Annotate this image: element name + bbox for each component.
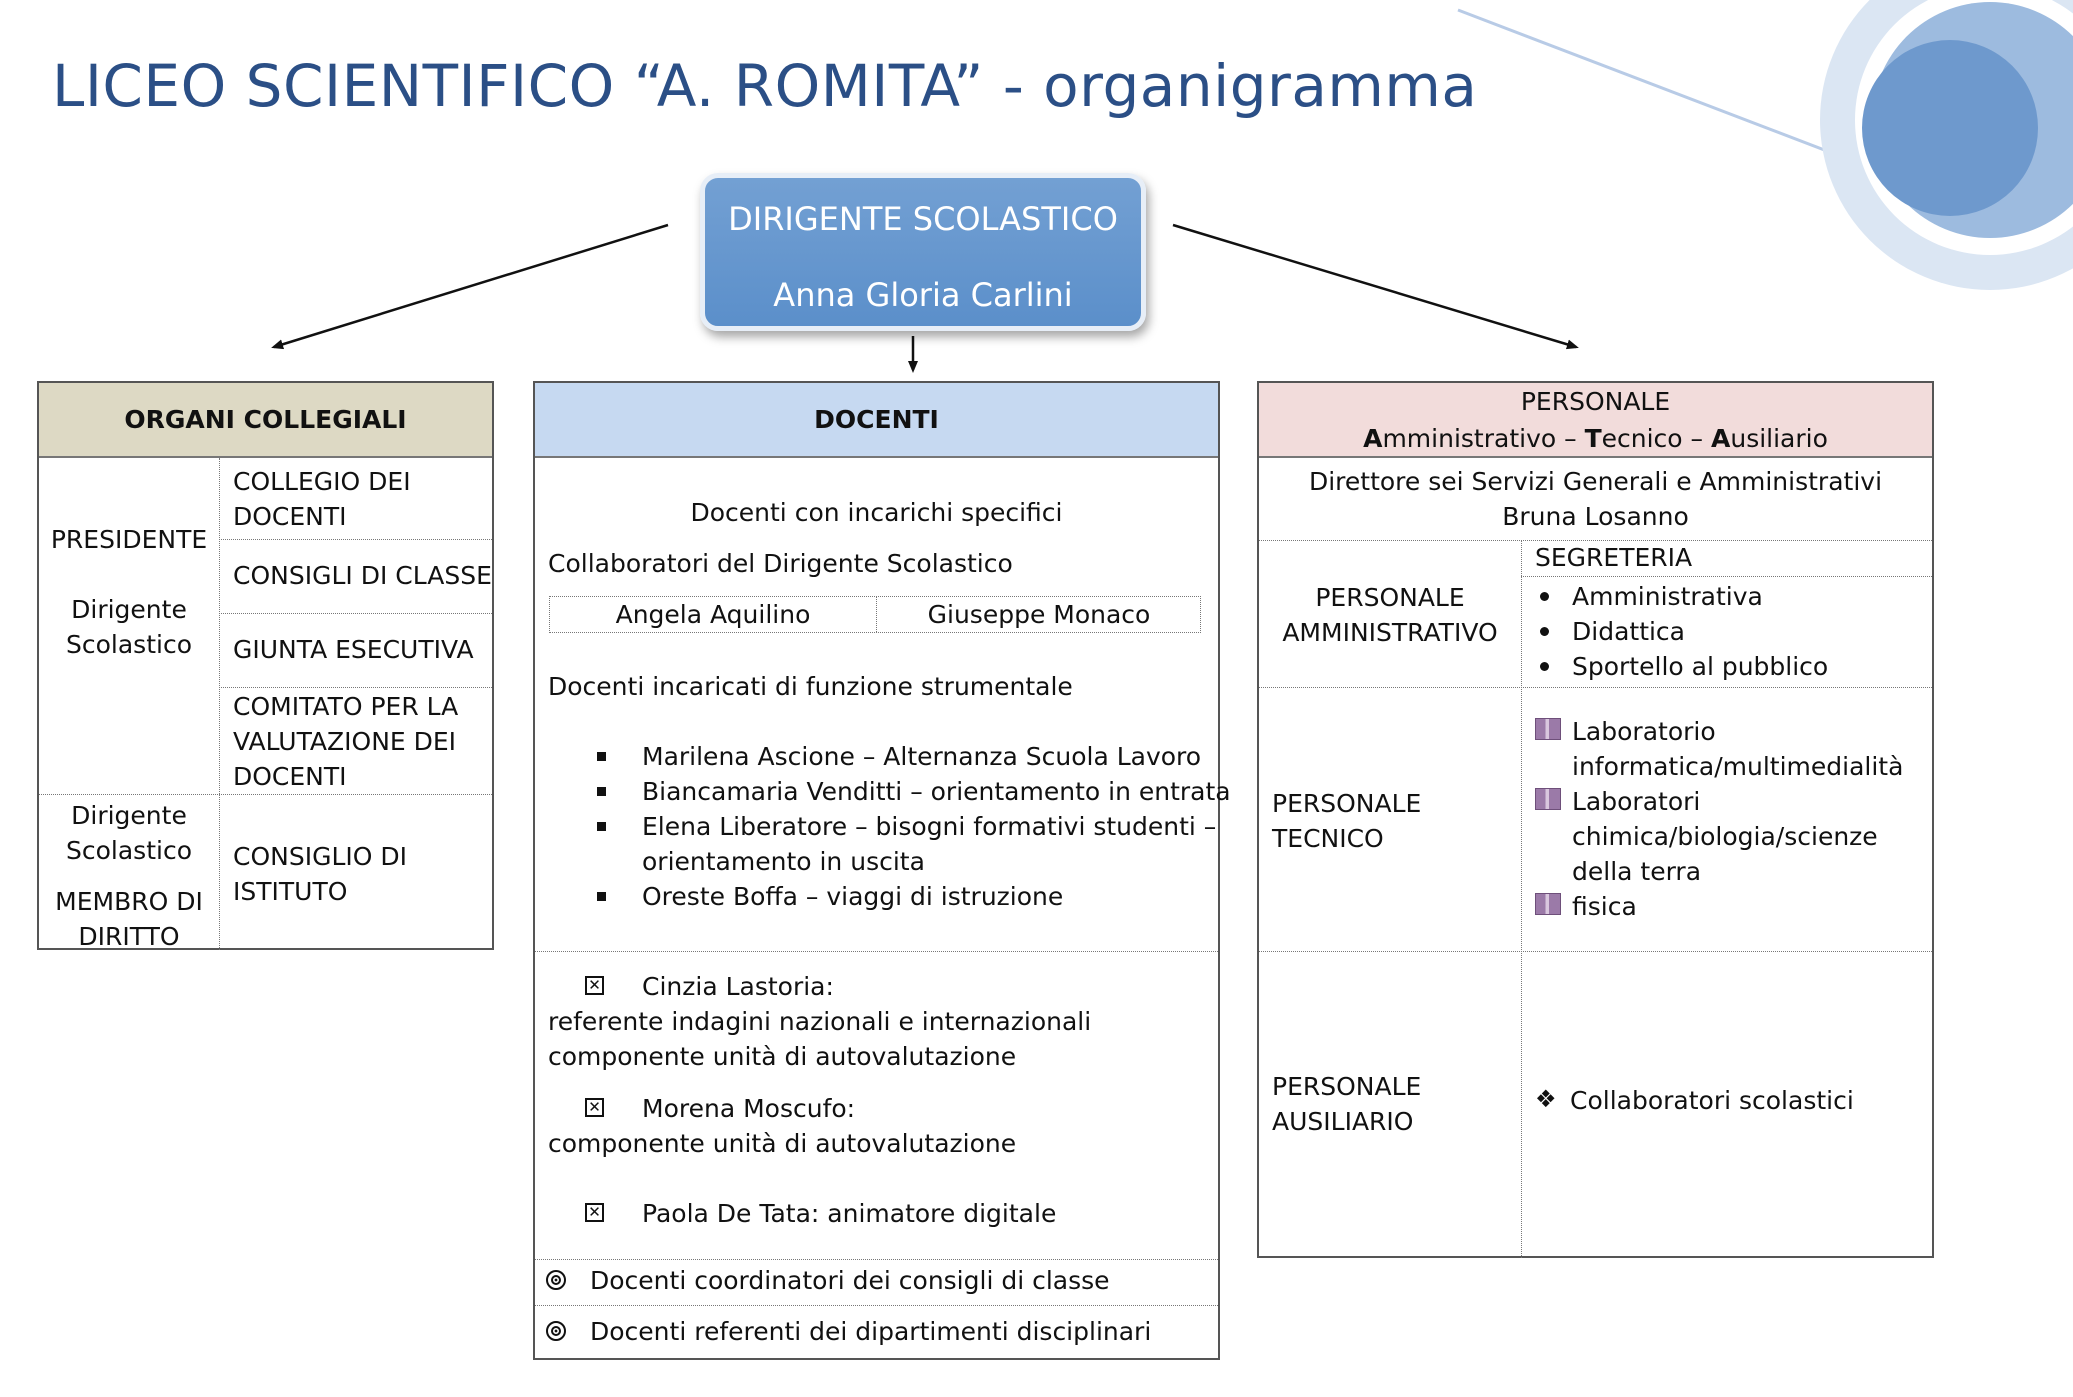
membro-diritto: MEMBRO DI [55, 887, 203, 916]
segreteria-item: Amministrativa [1572, 582, 1763, 611]
ata-header-line2: Amministrativo – Tecnico – Ausiliario [1363, 424, 1828, 453]
square-bullet-icon [597, 822, 606, 831]
ausiliario-label: AUSILIARIO [1272, 1107, 1414, 1136]
amministrativo-label: PERSONALE [1315, 583, 1465, 612]
funzione-item: Biancamaria Venditti – orientamento in e… [642, 777, 1231, 806]
organi-collegiali-box: ORGANI COLLEGIALI PRESIDENTE Dirigente S… [37, 381, 494, 951]
bullet-icon [1540, 592, 1549, 601]
morena-name: Morena Moscufo: [642, 1094, 856, 1123]
funzione-item: orientamento in uscita [642, 847, 925, 876]
tecnico-label: TECNICO [1272, 824, 1384, 853]
page-title: LICEO SCIENTIFICO “A. ROMITA” - organigr… [52, 52, 1478, 120]
segreteria-title: SEGRETERIA [1535, 543, 1693, 572]
square-bullet-icon [597, 752, 606, 761]
checkbox-x-icon: ✕ [585, 1203, 604, 1222]
collaboratori-table: Angela Aquilino Giuseppe Monaco [549, 596, 1201, 633]
square-bullet-icon [597, 892, 606, 901]
ata-divider [1259, 540, 1932, 541]
funzione-item: Elena Liberatore – bisogni formativi stu… [642, 812, 1217, 841]
personale-ata-box: PERSONALE Amministrativo – Tecnico – Aus… [1257, 381, 1934, 1258]
organi-divider [39, 794, 492, 795]
comitato-valutazione: VALUTAZIONE DEI [233, 727, 457, 756]
collaboratore-name: Giuseppe Monaco [927, 600, 1151, 629]
laboratorio-item: chimica/biologia/scienze [1572, 822, 1878, 851]
arrow-to-organi [271, 223, 669, 350]
dirigente-box: DIRIGENTE SCOLASTICO Anna Gloria Carlini [700, 173, 1146, 331]
docenti-box: DOCENTI Docenti con incarichi specifici … [533, 381, 1231, 1360]
docenti-incarichi: Docenti con incarichi specifici [690, 498, 1063, 527]
membro-dirigente: Scolastico [66, 836, 192, 865]
arrow-to-ata [1172, 223, 1579, 350]
cinzia-role: referente indagini nazionali e internazi… [548, 1007, 1092, 1036]
collaboratori-divider [876, 597, 877, 632]
dirigente-name: Anna Gloria Carlini [773, 276, 1073, 314]
target-bullet-icon [546, 1270, 566, 1290]
direttore-name: Bruna Losanno [1502, 502, 1689, 531]
paola-name: Paola De Tata: animatore digitale [642, 1199, 1057, 1228]
laboratorio-item: Laboratori [1572, 787, 1701, 816]
dirigente-label: Dirigente [71, 595, 187, 624]
square-bullet-icon [597, 787, 606, 796]
checkbox-x-icon: ✕ [585, 976, 604, 995]
docenti-referenti: Docenti referenti dei dipartimenti disci… [590, 1317, 1152, 1346]
segreteria-item: Sportello al pubblico [1572, 652, 1829, 681]
funzione-item: Oreste Boffa – viaggi di istruzione [642, 882, 1064, 911]
docenti-divider [535, 1305, 1218, 1306]
funzione-title: Docenti incaricati di funzione strumenta… [548, 672, 1073, 701]
tecnico-label: PERSONALE [1272, 789, 1422, 818]
ata-divider [1521, 576, 1932, 577]
collegio-docenti: COLLEGIO DEI [233, 467, 411, 496]
presidente-label: PRESIDENTE [50, 525, 208, 554]
docenti-divider [535, 1259, 1218, 1260]
membro-dirigente: Dirigente [71, 801, 187, 830]
laboratorio-item: fisica [1572, 892, 1637, 921]
consigli-classe: CONSIGLI DI CLASSE [233, 561, 492, 590]
cinzia-name: Cinzia Lastoria: [642, 972, 834, 1001]
diamond-bullet-icon: ❖ [1535, 1085, 1557, 1113]
laboratorio-item: Laboratorio [1572, 717, 1716, 746]
collegio-docenti: DOCENTI [233, 502, 347, 531]
dirigente-role: DIRIGENTE SCOLASTICO [728, 200, 1118, 238]
giunta-esecutiva: GIUNTA ESECUTIVA [233, 635, 474, 664]
consiglio-istituto: CONSIGLIO DI [233, 842, 407, 871]
direttore-title: Direttore sei Servizi Generali e Amminis… [1308, 467, 1883, 496]
ata-header: PERSONALE Amministrativo – Tecnico – Aus… [1259, 383, 1932, 458]
ata-divider [1259, 687, 1932, 688]
docenti-coordinatori: Docenti coordinatori dei consigli di cla… [590, 1266, 1110, 1295]
organi-divider [219, 458, 220, 950]
organi-header: ORGANI COLLEGIALI [39, 383, 492, 458]
checkbox-x-icon: ✕ [585, 1098, 604, 1117]
bullet-icon [1540, 627, 1549, 636]
cinzia-role: componente unità di autovalutazione [548, 1042, 1017, 1071]
dirigente-label: Scolastico [66, 630, 192, 659]
organi-divider [219, 687, 492, 688]
segreteria-item: Didattica [1572, 617, 1686, 646]
ata-divider [1259, 951, 1932, 952]
book-bullet-icon [1535, 718, 1561, 740]
target-bullet-icon [546, 1321, 566, 1341]
bullet-icon [1540, 662, 1549, 671]
consiglio-istituto: ISTITUTO [233, 877, 348, 906]
docenti-header: DOCENTI [535, 383, 1218, 458]
ata-divider [1521, 540, 1522, 1258]
organi-divider [219, 613, 492, 614]
membro-diritto: DIRITTO [78, 922, 180, 951]
amministrativo-label: AMMINISTRATIVO [1282, 618, 1498, 647]
morena-role: componente unità di autovalutazione [548, 1129, 1017, 1158]
comitato-valutazione: COMITATO PER LA [233, 692, 459, 721]
collaboratore-name: Angela Aquilino [615, 600, 811, 629]
organi-divider [219, 539, 492, 540]
ausiliario-label: PERSONALE [1272, 1072, 1422, 1101]
book-bullet-icon [1535, 893, 1561, 915]
laboratorio-item: della terra [1572, 857, 1702, 886]
ata-header-line1: PERSONALE [1520, 387, 1671, 416]
collaboratori-scolastici: Collaboratori scolastici [1570, 1086, 1854, 1115]
collaboratori-title: Collaboratori del Dirigente Scolastico [548, 549, 1013, 578]
laboratorio-item: informatica/multimedialità [1572, 752, 1904, 781]
funzione-item: Marilena Ascione – Alternanza Scuola Lav… [642, 742, 1202, 771]
docenti-divider [535, 951, 1218, 952]
comitato-valutazione: DOCENTI [233, 762, 347, 791]
book-bullet-icon [1535, 788, 1561, 810]
corner-circles-decoration [1457, 0, 2073, 290]
